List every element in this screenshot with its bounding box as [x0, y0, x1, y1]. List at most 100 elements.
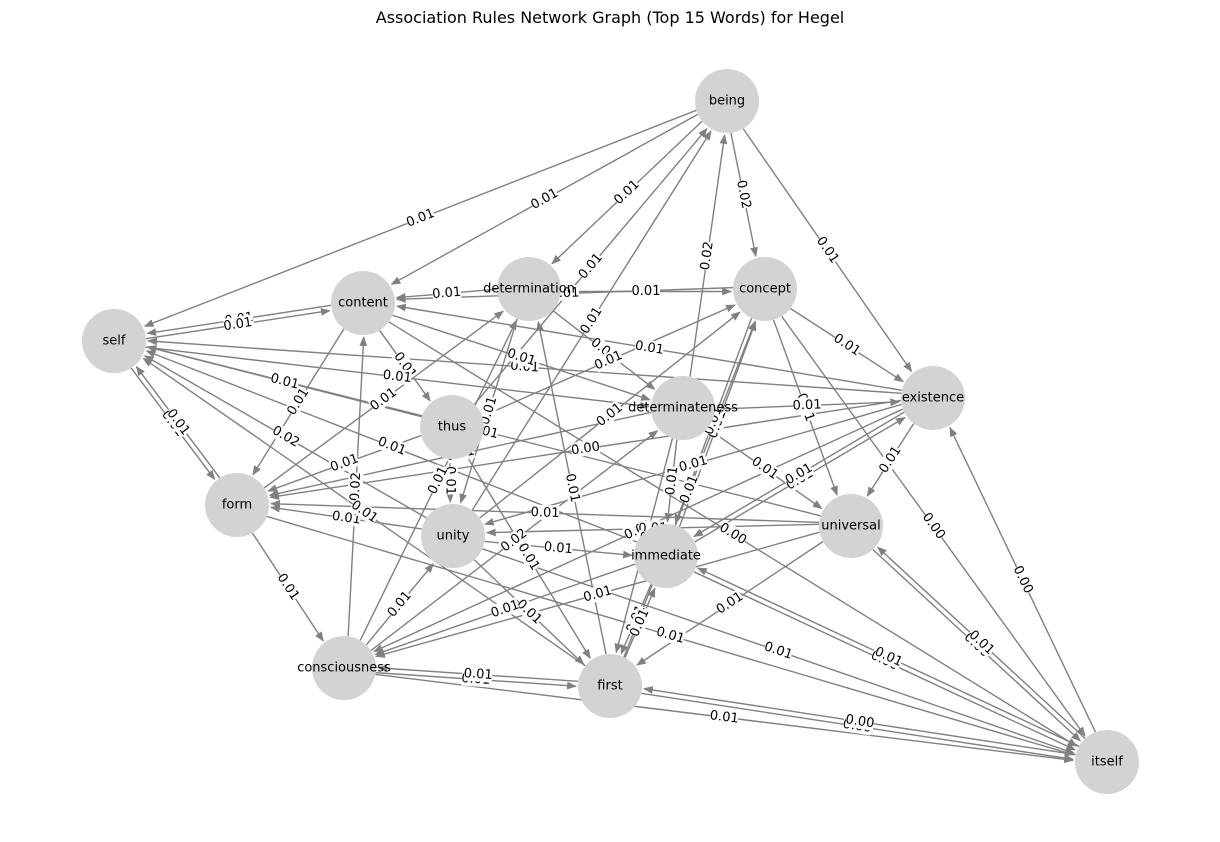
edge-label-background: [749, 453, 781, 483]
node-thus[interactable]: thus: [420, 395, 484, 459]
edge-label-determination-concept: 0.01: [632, 283, 661, 299]
edge-label-background: [577, 304, 605, 337]
node-universal[interactable]: universal: [819, 494, 883, 558]
node-label: existence: [902, 391, 964, 406]
edge-label-background: [872, 643, 905, 670]
edge-label-background: [269, 370, 301, 393]
edge-weight-label: 0.01: [709, 708, 740, 726]
edge-label-background: [505, 345, 538, 369]
edge-label-background: [792, 396, 822, 414]
edge-weight-label: 0.01: [530, 505, 559, 521]
edge-label-background: [717, 519, 749, 548]
edge-label-existence-content: 0.01: [634, 338, 665, 358]
edge-weight-label: 0.02: [269, 423, 302, 450]
edge-label-background: [164, 406, 193, 438]
node-label: being: [709, 94, 745, 109]
edge-label-background: [697, 240, 717, 271]
edge-label-itself-existence: 0.00: [1010, 564, 1036, 597]
edge-label-background: [384, 588, 415, 620]
node-circle[interactable]: [578, 654, 642, 718]
node-circle[interactable]: [695, 69, 759, 133]
node-circle[interactable]: [634, 524, 698, 588]
edge-label-thus-self: 0.01: [269, 370, 301, 393]
graph-title: Association Rules Network Graph (Top 15 …: [375, 8, 845, 27]
node-circle[interactable]: [82, 309, 146, 373]
edge-label-background: [582, 582, 614, 605]
node-self[interactable]: self: [82, 309, 146, 373]
node-circle[interactable]: [733, 257, 797, 321]
edge-label-being-content: 0.01: [528, 185, 561, 213]
edge-label-unity-immediate: 0.01: [543, 539, 573, 557]
node-label: universal: [821, 519, 880, 534]
node-label: itself: [1091, 755, 1123, 770]
node-label: unity: [437, 529, 470, 544]
node-being[interactable]: being: [695, 69, 759, 133]
edge-label-background: [222, 314, 253, 334]
edge-label-background: [284, 385, 312, 418]
edge-weight-label: 0.01: [543, 540, 573, 558]
edge-label-content-itself: 0.00: [717, 519, 749, 548]
edge-weight-label: 0.01: [663, 465, 681, 495]
node-existence[interactable]: existence: [901, 366, 965, 430]
edge-label-background: [347, 472, 364, 501]
edge-label-determinateness-universal: 0.01: [749, 453, 781, 483]
edge-label-universal-form: 0.01: [530, 504, 560, 521]
edge-label-background: [514, 596, 545, 627]
edge-label-background: [328, 451, 361, 475]
edge-weight-label: 0.01: [634, 338, 665, 358]
edge-weight-label: 0.01: [328, 451, 360, 475]
edge-weight-label: 0.01: [762, 639, 794, 663]
edge-label-being-self: 0.01: [404, 205, 437, 231]
edge-label-background: [634, 338, 665, 358]
node-circle[interactable]: [420, 395, 484, 459]
node-circle[interactable]: [205, 473, 269, 537]
node-circle[interactable]: [651, 376, 715, 440]
node-circle[interactable]: [331, 271, 395, 335]
node-determination[interactable]: determination: [483, 257, 575, 321]
edge-label-form-consciousness: 0.01: [274, 570, 303, 603]
edge-label-background: [593, 400, 626, 430]
edge-label-background: [274, 570, 303, 603]
node-circle[interactable]: [497, 257, 561, 321]
edge-weight-label: 0.01: [677, 473, 702, 505]
edge-label-background: [348, 497, 381, 526]
edge-label-background: [376, 433, 408, 459]
edge-label-being-concept: 0.02: [733, 179, 754, 210]
node-circle[interactable]: [312, 636, 376, 700]
node-unity[interactable]: unity: [421, 504, 485, 568]
edge-weight-label: 0.01: [432, 285, 462, 302]
edge-label-background: [367, 384, 400, 414]
node-content[interactable]: content: [331, 271, 395, 335]
edge-label-background: [662, 465, 681, 496]
edge-label-background: [677, 452, 709, 475]
edge-label-background: [654, 623, 687, 647]
node-concept[interactable]: concept: [733, 257, 797, 321]
node-circle[interactable]: [1075, 730, 1139, 794]
edge-weight-label: 0.01: [632, 284, 661, 299]
edge-label-background: [562, 472, 583, 504]
edge-label-form-itself: 0.01: [654, 623, 687, 647]
edge-weight-label: 0.00: [570, 439, 601, 458]
node-determinateness[interactable]: determinateness: [628, 376, 738, 440]
node-label: content: [338, 296, 388, 311]
edge-label-background: [813, 234, 842, 266]
node-form[interactable]: form: [205, 473, 269, 537]
node-first[interactable]: first: [578, 654, 642, 718]
node-circle[interactable]: [901, 366, 965, 430]
edge-label-background: [966, 627, 998, 658]
node-label: immediate: [631, 549, 701, 564]
edge-weight-label: 0.01: [274, 571, 302, 603]
node-itself[interactable]: itself: [1075, 730, 1139, 794]
edge-label-determinateness-existence: 0.01: [792, 396, 822, 414]
node-immediate[interactable]: immediate: [631, 524, 701, 588]
node-circle[interactable]: [819, 494, 883, 558]
edge-label-background: [919, 510, 949, 542]
edge-label-background: [709, 707, 740, 727]
edge-label-background: [570, 438, 601, 458]
edge-weight-label: 0.02: [733, 179, 753, 210]
node-circle[interactable]: [421, 504, 485, 568]
edge-weight-label: 0.01: [269, 371, 301, 393]
edge-label-background: [831, 330, 863, 359]
edge-weight-label: 0.00: [1010, 564, 1036, 597]
node-consciousness[interactable]: consciousness: [297, 636, 391, 700]
